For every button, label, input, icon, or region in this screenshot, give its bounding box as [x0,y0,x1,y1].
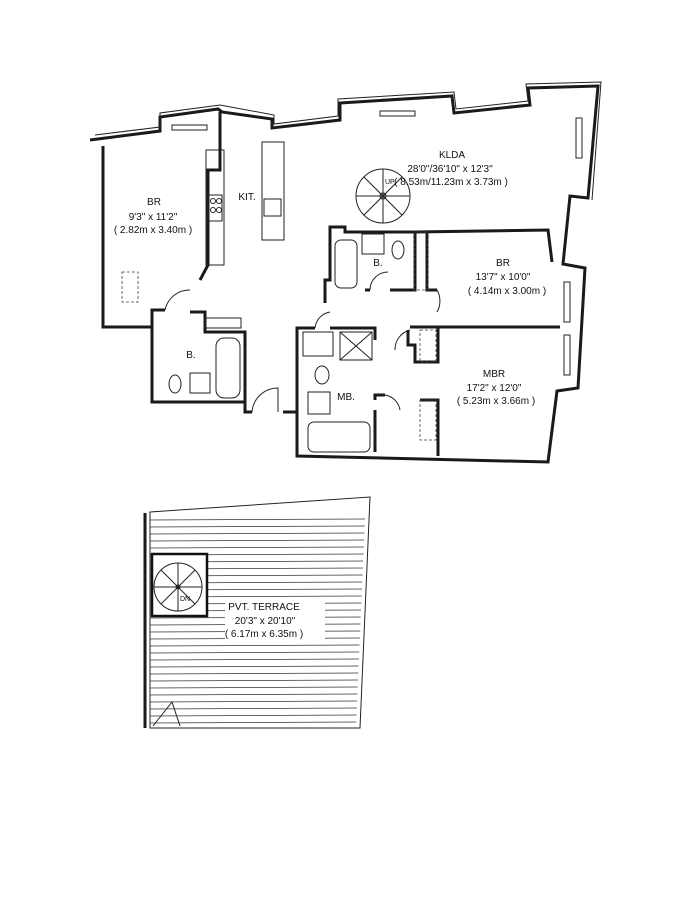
toilet-icon [314,365,330,385]
spiral-stair-up [355,168,411,224]
fixtures [121,110,583,453]
toilet-icon [168,374,182,394]
bathtub-icon [307,421,371,453]
decking-line [149,721,357,724]
room-dimensions-ft: 20'3" x 20'10" [235,616,296,627]
room-label-br1: BR 9'3" x 11'2" ( 2.82m x 3.40m ) [114,197,192,236]
sink-icon [361,233,385,255]
room-dimensions-ft: 28'0"/36'10" x 12'3" [407,164,493,175]
apartment-walls [89,81,602,464]
room-dimensions-ft: 13'7" x 10'0" [476,272,531,283]
room-name: PVT. TERRACE [228,602,300,613]
decking-line [149,693,358,696]
decking-line [149,686,358,689]
sink-icon [189,372,211,394]
room-label-mbr: MBR 17'2" x 12'0" ( 5.23m x 3.66m ) [457,369,535,407]
sink-icon [307,391,331,415]
decking-line [149,700,358,703]
toilet-icon [391,240,405,260]
room-dimensions-m: ( 2.82m x 3.40m ) [114,225,192,236]
room-dimensions-ft: 17'2" x 12'0" [467,383,522,394]
stair-up-label: UP [385,179,395,186]
terrace: DN PVT. TERRACE 20'3" x 20'10" ( 6.17m x… [143,496,371,729]
sink-icon [263,198,282,217]
stove-icon [207,194,223,222]
room-dimensions-ft: 9'3" x 11'2" [129,212,178,223]
room-label-br2: BR 13'7" x 10'0" ( 4.14m x 3.00m ) [468,258,546,297]
decking-line [149,665,359,668]
room-label-klda: KLDA 28'0"/36'10" x 12'3" ( 8.53m/11.23m… [394,150,508,188]
shower-icon [339,331,373,361]
spiral-stair-down [153,562,203,612]
decking-line [149,707,357,710]
decking-line [149,714,357,717]
decking-line [149,532,365,535]
room-label-bath: B. [186,350,195,361]
stair-down-label: DN [180,596,190,603]
decking-line [149,644,360,647]
room-label-bath: B. [373,258,382,269]
room-name: BR [496,258,510,269]
room-dimensions-m: ( 8.53m/11.23m x 3.73m ) [394,177,508,188]
decking-line [149,651,360,654]
bathtub-icon [334,239,358,289]
bathtub-icon [215,337,241,399]
room-dimensions-m: ( 5.23m x 3.66m ) [457,396,535,407]
room-dimensions-m: ( 6.17m x 6.35m ) [225,629,303,640]
closet [302,331,334,357]
room-label-master-bath: MB. [337,392,355,403]
decking-line [149,672,359,675]
decking-line [149,546,364,549]
decking-line [149,658,359,661]
room-name: MBR [483,369,505,380]
decking-line [149,525,365,528]
kitchen-island [261,141,285,241]
room-name: KLDA [439,150,465,161]
room-dimensions-m: ( 4.14m x 3.00m ) [468,286,546,297]
room-name: BR [147,197,161,208]
decking-line [149,679,359,682]
decking-line [149,518,366,521]
decking-line [149,539,365,542]
room-label-kitchen: KIT. [238,192,255,203]
